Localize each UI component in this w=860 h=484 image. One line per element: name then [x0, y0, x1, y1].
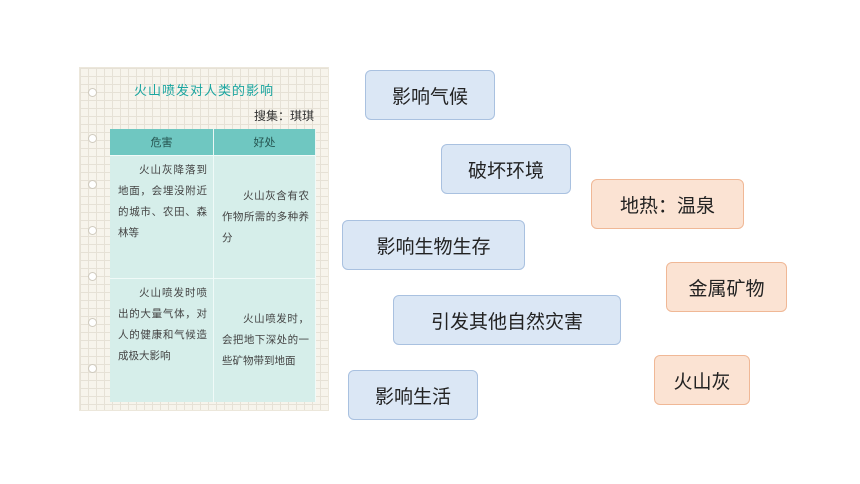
cell-benefit-2-text: 火山喷发时，会把地下深处的一些矿物带到地面 [222, 313, 309, 367]
ring-hole [88, 226, 97, 235]
cell-benefit-1: 火山灰含有农作物所需的多种养分 [214, 155, 316, 278]
cell-benefit-2: 火山喷发时，会把地下深处的一些矿物带到地面 [214, 278, 316, 402]
chip-organisms[interactable]: 影响生物生存 [342, 220, 525, 270]
header-harm: 危害 [110, 129, 214, 155]
ring-hole [88, 88, 97, 97]
ring-hole [88, 180, 97, 189]
ring-hole [88, 134, 97, 143]
ring-hole [88, 364, 97, 373]
chip-geothermal[interactable]: 地热：温泉 [591, 179, 744, 229]
note-card: 火山喷发对人类的影响 搜集：琪琪 危害 好处 火山灰降落到地面，会埋没附近的城市… [80, 68, 328, 410]
cell-benefit-1-text: 火山灰含有农作物所需的多种养分 [222, 189, 309, 244]
chip-environment[interactable]: 破坏环境 [441, 144, 571, 194]
chip-ash[interactable]: 火山灰 [654, 355, 750, 405]
chip-minerals[interactable]: 金属矿物 [666, 262, 787, 312]
chip-disasters[interactable]: 引发其他自然灾害 [393, 295, 621, 345]
chip-life[interactable]: 影响生活 [348, 370, 478, 420]
impact-table: 危害 好处 火山灰降落到地面，会埋没附近的城市、农田、森林等 火山灰含有农作物所… [110, 129, 316, 402]
cell-harm-1: 火山灰降落到地面，会埋没附近的城市、农田、森林等 [110, 155, 214, 278]
note-title: 火山喷发对人类的影响 [133, 84, 274, 99]
ring-hole [88, 318, 97, 327]
header-benefit: 好处 [214, 129, 316, 155]
ring-hole [88, 272, 97, 281]
chip-climate[interactable]: 影响气候 [365, 70, 495, 120]
cell-harm-2: 火山喷发时喷出的大量气体，对人的健康和气候造成极大影响 [110, 278, 214, 402]
note-author: 搜集：琪琪 [253, 109, 314, 123]
